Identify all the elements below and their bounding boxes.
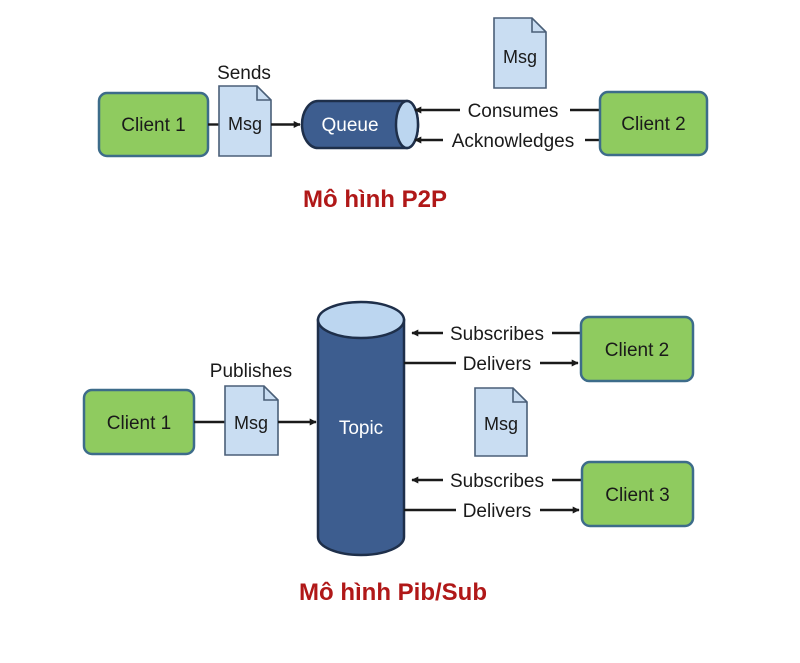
pubsub-floating-message-label: Msg	[484, 414, 518, 434]
p2p-sends-label: Sends	[217, 63, 271, 84]
pubsub-client-1-node: Client 1	[82, 388, 196, 456]
p2p-queue-label: Queue	[321, 115, 378, 136]
p2p-floating-message-document: Msg	[493, 17, 547, 89]
p2p-client-1-node: Client 1	[97, 91, 210, 158]
pubsub-subscribes-label-2: Subscribes	[450, 471, 544, 492]
pubsub-message-document: Msg	[224, 385, 279, 456]
p2p-client-2-node: Client 2	[598, 90, 709, 157]
pubsub-message-label: Msg	[234, 413, 268, 433]
p2p-client-1-label: Client 1	[121, 115, 185, 136]
pubsub-delivers-label-2: Delivers	[463, 501, 532, 522]
p2p-consumes-label: Consumes	[468, 101, 559, 122]
p2p-diagram: Client 1 Sends Msg Queue Msg Consumes	[97, 17, 709, 213]
pubsub-client-1-label: Client 1	[107, 413, 171, 434]
pubsub-client-2-node: Client 2	[579, 315, 695, 383]
pubsub-delivers-label-1: Delivers	[463, 354, 532, 375]
pubsub-client-2-label: Client 2	[605, 340, 669, 361]
p2p-client-2-label: Client 2	[621, 114, 685, 135]
pubsub-diagram: Client 1 Publishes Msg Topic Msg Subscri	[82, 300, 695, 606]
pubsub-publishes-label: Publishes	[210, 361, 292, 382]
pubsub-subscribes-label-1: Subscribes	[450, 324, 544, 345]
pubsub-topic-label: Topic	[339, 418, 383, 439]
pubsub-floating-message-document: Msg	[474, 387, 528, 457]
p2p-caption: Mô hình P2P	[303, 186, 447, 213]
p2p-message-document: Msg	[218, 85, 272, 157]
pubsub-caption: Mô hình Pib/Sub	[299, 579, 487, 606]
p2p-message-label: Msg	[228, 114, 262, 134]
pubsub-client-3-label: Client 3	[605, 485, 669, 506]
p2p-acknowledges-label: Acknowledges	[452, 131, 575, 152]
p2p-floating-message-label: Msg	[503, 47, 537, 67]
pubsub-topic-node: Topic	[316, 300, 406, 557]
p2p-queue-node: Queue	[300, 99, 420, 150]
pubsub-client-3-node: Client 3	[580, 460, 695, 528]
